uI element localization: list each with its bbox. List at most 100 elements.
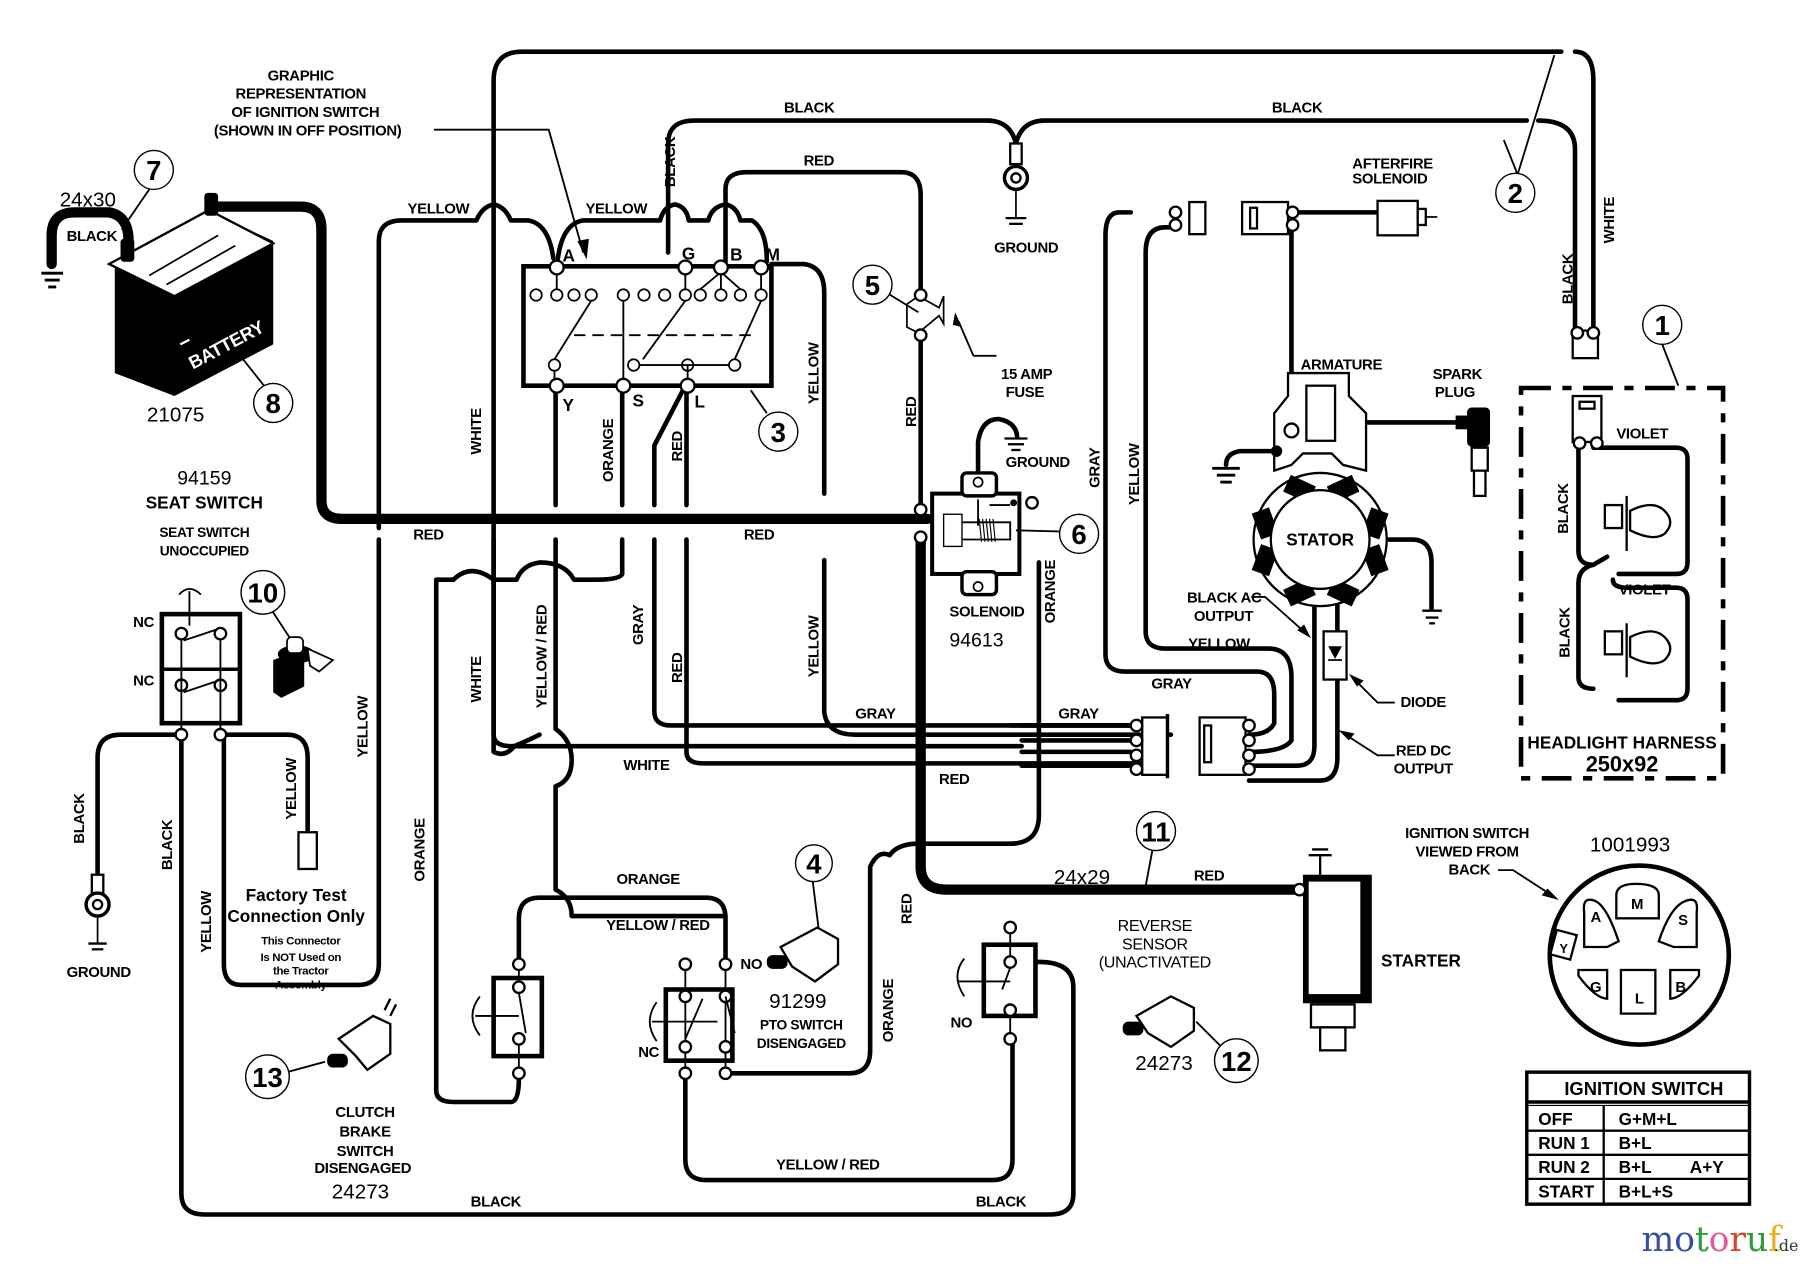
svg-text:AFTERFIRE: AFTERFIRE [1352, 156, 1433, 173]
svg-text:BLACK: BLACK [159, 819, 176, 870]
afterfire-solenoid: AFTERFIRE SOLENOID [1352, 156, 1438, 237]
svg-text:BACK: BACK [1449, 862, 1491, 879]
svg-text:RUN 1: RUN 1 [1538, 1133, 1590, 1153]
wire-yellow-red-pto [683, 1036, 1015, 1183]
svg-text:VIOLET: VIOLET [1619, 582, 1671, 599]
svg-text:OUTPUT: OUTPUT [1194, 608, 1253, 625]
wire-headlight-violet1 [1591, 445, 1690, 577]
wire-red-fuse [723, 169, 923, 296]
callout-11: 11 [1135, 810, 1177, 887]
ground-icon [41, 271, 64, 289]
bulb-icon [1603, 495, 1672, 551]
wire-headlight-black1 [1576, 445, 1610, 568]
switch-icon [327, 998, 398, 1072]
svg-text:OUTPUT: OUTPUT [1394, 761, 1453, 778]
svg-text:12: 12 [1221, 1046, 1252, 1077]
svg-text:GRAY: GRAY [855, 706, 896, 723]
wire-red-l2 [684, 381, 1151, 766]
wire-orange-clutch [516, 895, 728, 965]
svg-text:3: 3 [771, 417, 786, 448]
wire-red-l [652, 381, 1151, 728]
svg-text:YELLOW: YELLOW [1188, 636, 1251, 653]
logo-letter: u [1746, 1220, 1768, 1260]
svg-text:GRAY: GRAY [1058, 706, 1099, 723]
switch-terminals [548, 259, 770, 394]
switch-icon [766, 926, 840, 983]
bulb-icon [1603, 623, 1672, 678]
svg-text:ORANGE: ORANGE [412, 818, 429, 882]
svg-text:ORANGE: ORANGE [880, 979, 897, 1043]
svg-text:BLACK: BLACK [1560, 253, 1577, 304]
ground-icon [1212, 466, 1240, 484]
svg-text:OF IGNITION SWITCH: OF IGNITION SWITCH [231, 104, 379, 121]
svg-text:7: 7 [146, 155, 161, 186]
reverse-sensor-switch: NO REVERSE SENSOR (UNACTIVATED 24273 [951, 917, 1212, 1075]
svg-text:Assembly: Assembly [275, 979, 327, 991]
svg-text:YELLOW: YELLOW [408, 201, 471, 218]
svg-text:YELLOW / RED: YELLOW / RED [776, 1157, 880, 1174]
wire-headlight-violet2 [1610, 577, 1690, 703]
svg-text:PLUG: PLUG [1435, 384, 1475, 401]
wire-black-top [665, 118, 1578, 330]
svg-text:SOLENOID: SOLENOID [1352, 171, 1428, 188]
svg-text:ORANGE: ORANGE [600, 418, 617, 482]
wire-yellow-y [553, 381, 726, 919]
factory-test-connector: Factory Test Connection Only This Connec… [227, 831, 365, 991]
svg-text:SWITCH: SWITCH [337, 1143, 394, 1160]
wire-stator-ground [1386, 537, 1434, 611]
callout-6: 6 [1015, 513, 1100, 554]
svg-text:STATOR: STATOR [1286, 529, 1354, 549]
svg-text:BRAKE: BRAKE [339, 1123, 391, 1140]
svg-text:RED: RED [669, 430, 686, 461]
wire-yellow-m [769, 261, 827, 496]
svg-text:A: A [1590, 909, 1601, 926]
wire-yellow-test [221, 732, 310, 835]
logo-letter: m [1642, 1220, 1675, 1260]
starter-solenoid: GROUND SOLENOID 94613 [913, 437, 1071, 651]
solenoid-part: 94613 [949, 629, 1003, 651]
logo-letter: r [1730, 1220, 1747, 1260]
svg-text:WHITE: WHITE [1601, 197, 1618, 244]
svg-text:GROUND: GROUND [994, 240, 1059, 257]
svg-text:B+L: B+L [1619, 1133, 1652, 1153]
svg-text:YELLOW: YELLOW [354, 695, 371, 758]
svg-text:NO: NO [740, 956, 762, 973]
svg-text:YELLOW: YELLOW [198, 890, 215, 953]
svg-text:GRAY: GRAY [1151, 676, 1192, 693]
terminal-g: G [682, 243, 695, 263]
battery-terminal-neg [120, 238, 135, 262]
wire-gray-stator [1103, 210, 1277, 737]
svg-text:Is NOT Used on: Is NOT Used on [260, 952, 341, 964]
switch-icon [1122, 995, 1196, 1049]
svg-text:1: 1 [1655, 310, 1670, 341]
svg-text:5: 5 [865, 270, 880, 301]
callouts: 1 2 3 4 5 6 7 [120, 54, 1683, 1100]
solenoid-label: SOLENOID [949, 603, 1025, 620]
svg-text:REPRESENTATION: REPRESENTATION [236, 86, 366, 103]
svg-text:FUSE: FUSE [1006, 384, 1045, 401]
starter-cable-size: 24x29 [1054, 866, 1110, 889]
svg-text:NC: NC [133, 672, 154, 689]
svg-text:94159: 94159 [177, 467, 231, 489]
svg-text:UNOCCUPIED: UNOCCUPIED [160, 544, 250, 559]
wire-yellow-m-low [821, 557, 1174, 737]
headlight-harness-label: HEADLIGHT HARNESS [1527, 732, 1716, 752]
table-row: RUN 2 B+L A+Y [1538, 1157, 1724, 1177]
callout-7: 7 [120, 149, 175, 231]
svg-text:BLACK: BLACK [662, 136, 679, 187]
callout-4: 4 [794, 844, 833, 928]
svg-text:GRAY: GRAY [1087, 447, 1104, 488]
svg-text:8: 8 [266, 388, 281, 419]
svg-text:YELLOW / RED: YELLOW / RED [533, 604, 550, 708]
svg-text:BLACK: BLACK [784, 99, 835, 116]
svg-text:11: 11 [1141, 816, 1170, 847]
svg-text:G: G [1590, 979, 1601, 996]
terminal-b: B [730, 245, 742, 265]
svg-text:DISENGAGED: DISENGAGED [757, 1036, 847, 1051]
wire-black-outer-top [491, 49, 1596, 737]
wire-black-battery-ground [46, 207, 134, 270]
wire-ac-out [1246, 600, 1317, 768]
svg-text:RED: RED [669, 652, 686, 683]
svg-text:STARTER: STARTER [1381, 951, 1462, 971]
svg-text:ARMATURE: ARMATURE [1301, 357, 1383, 374]
